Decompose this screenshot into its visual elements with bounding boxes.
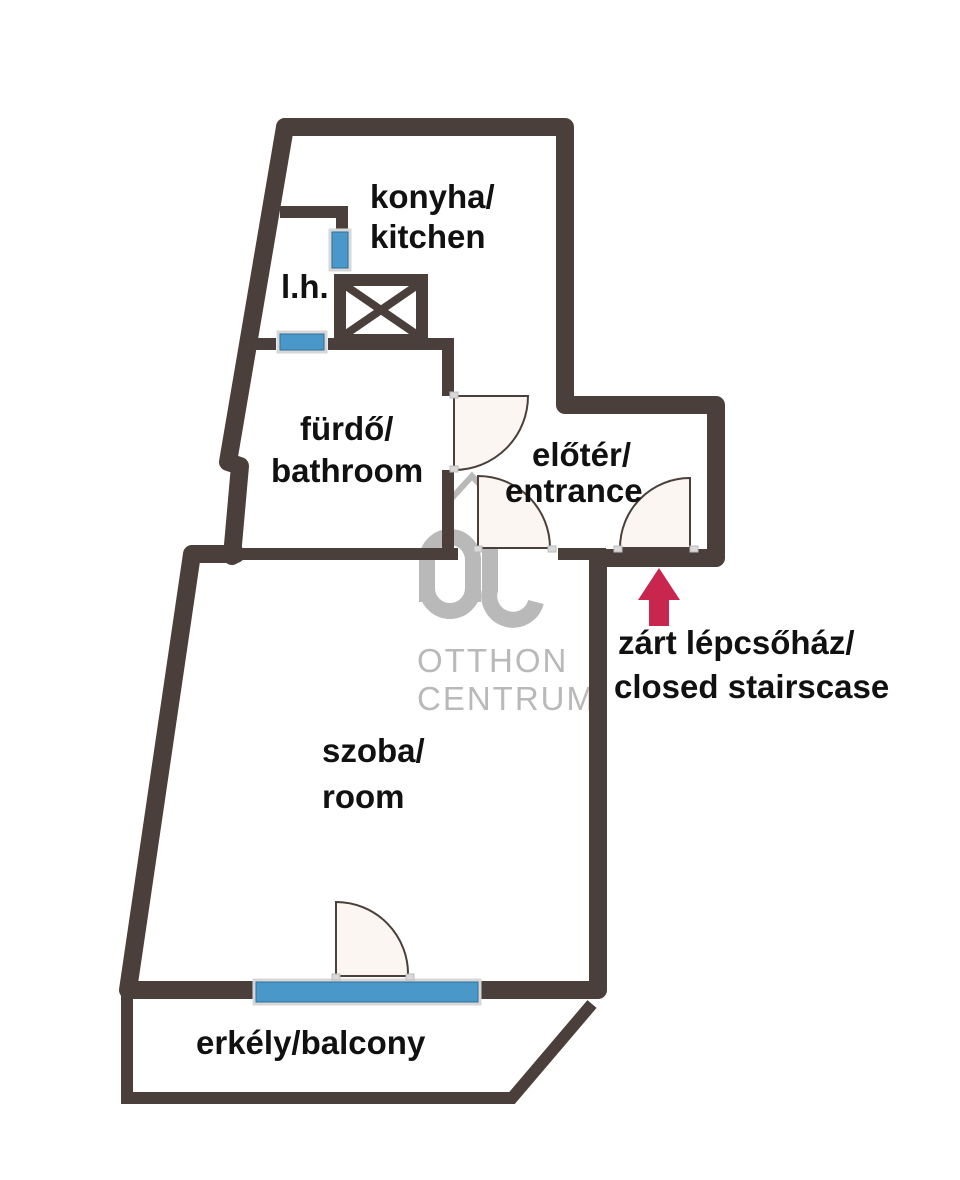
wall-kitchen-entrance <box>276 118 725 567</box>
doors <box>331 391 699 981</box>
label-stairs-hu: zárt lépcsőház/ <box>618 624 855 661</box>
window-balcony <box>255 981 479 1003</box>
label-entrance-en: entrance <box>505 472 643 509</box>
door-bathroom <box>453 395 530 472</box>
logo-text-otthon: OTTHON <box>417 642 568 679</box>
door-hinge-4 <box>547 545 557 553</box>
label-room-hu: szoba/ <box>322 732 425 769</box>
door-hinge-5 <box>613 545 623 553</box>
window-lh <box>331 231 349 269</box>
chimney-shaft-cross <box>343 282 419 338</box>
label-entrance-hu: előtér/ <box>532 436 631 473</box>
wall-bathroom-top <box>244 338 454 396</box>
label-room-en: room <box>322 778 405 815</box>
wall-left-upper <box>219 118 294 565</box>
label-kitchen-hu: konyha/ <box>370 178 495 215</box>
wall-balcony <box>121 994 597 1104</box>
wall-room <box>119 545 607 999</box>
windows <box>252 228 482 1006</box>
door-balcony <box>335 900 410 977</box>
window-lh-frame <box>328 228 352 272</box>
wall-lh-top <box>280 206 348 232</box>
door-hinge-3 <box>473 545 483 553</box>
label-stairs-en: closed stairscase <box>614 668 889 705</box>
window-balcony-frame <box>252 978 482 1006</box>
label-balcony: erkély/balcony <box>196 1024 426 1061</box>
window-bathroom <box>279 333 325 351</box>
label-kitchen-en: kitchen <box>370 218 486 255</box>
door-hinge-7 <box>331 973 341 981</box>
door-hinge-8 <box>405 973 415 981</box>
label-bathroom-en: bathroom <box>271 452 423 489</box>
logo-text-centrum: CENTRUM <box>417 680 596 717</box>
door-hinge-6 <box>689 545 699 553</box>
door-hinge-2 <box>449 465 459 473</box>
window-bathroom-frame <box>276 330 328 354</box>
logo-mark-o-base <box>419 560 481 619</box>
door-hinge-1 <box>449 391 459 399</box>
stairs-arrow-icon <box>638 568 680 626</box>
room-labels: konyha/ kitchen l.h. fürdő/ bathroom elő… <box>196 178 889 1061</box>
label-lh: l.h. <box>281 268 329 305</box>
walls <box>119 118 725 1104</box>
label-bathroom-hu: fürdő/ <box>300 410 393 447</box>
